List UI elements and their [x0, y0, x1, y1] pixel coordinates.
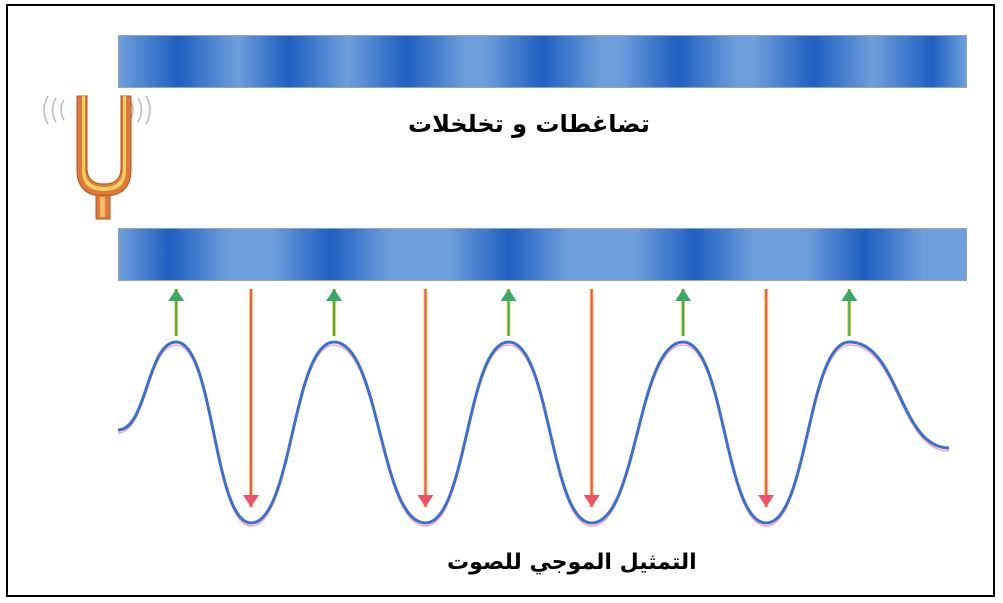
fork-prongs-highlight	[82, 96, 126, 191]
wave-representation-caption: التمثيل الموجي للصوت	[447, 550, 697, 575]
up-arrow	[841, 289, 858, 336]
up-arrow	[675, 289, 692, 336]
compression-tube-bottom	[118, 228, 967, 281]
down-arrow	[242, 289, 259, 507]
up-arrow	[500, 289, 517, 336]
compressions-rarefactions-caption: تضاغطات و تخلخلات	[408, 110, 650, 138]
down-arrow	[417, 289, 434, 507]
down-arrow	[758, 289, 775, 507]
compression-tube-top	[118, 35, 967, 88]
vibration-lines-left	[43, 95, 65, 125]
sound-wave-line	[117, 340, 950, 525]
diagram-frame	[6, 4, 995, 597]
up-arrow	[326, 289, 343, 336]
up-arrow	[168, 289, 185, 336]
down-arrow	[583, 289, 600, 507]
